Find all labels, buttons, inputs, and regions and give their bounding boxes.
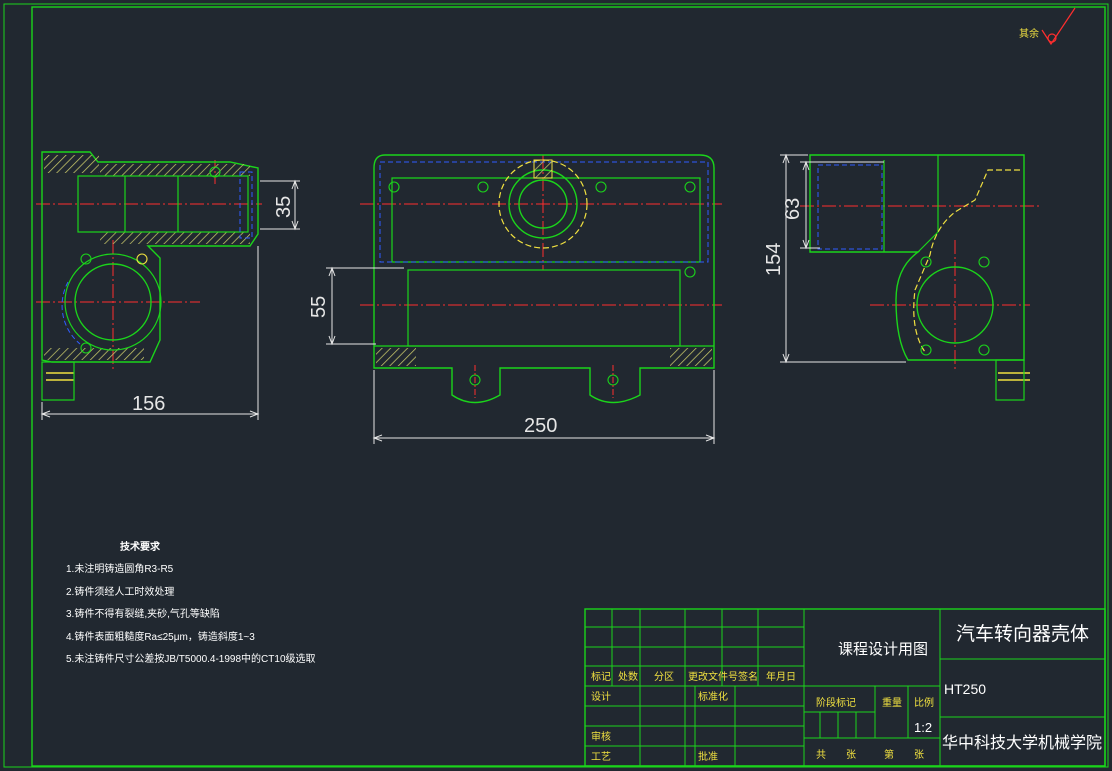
svg-text:签名: 签名: [738, 670, 758, 683]
svg-text:审核: 审核: [591, 730, 611, 743]
left-base: [41, 361, 75, 401]
left-hatch-bot2: [44, 348, 144, 360]
left-hatch-top: [44, 155, 99, 173]
tech-requirements: 技术要求 1.未注明铸造圆角R3-R5 2.铸件须经人工时效处理 3.铸件不得有…: [66, 540, 316, 665]
right-dim-total-label: 154: [763, 243, 785, 276]
front-bolt-hole-5: [684, 266, 696, 278]
front-inner-outline: [391, 177, 701, 263]
right-dim-top-label: 63: [782, 198, 804, 220]
drawing-type: 课程设计用图: [838, 641, 928, 658]
svg-text:标记: 标记: [591, 671, 611, 683]
right-dim-top: [800, 160, 884, 250]
front-inner-cavity: [407, 269, 681, 347]
left-main-bore: [74, 263, 152, 341]
svg-text:批准: 批准: [698, 750, 718, 763]
left-dim-width: [40, 246, 260, 420]
front-bolt-hole-1: [388, 181, 400, 193]
roughness-check-icon: [1041, 7, 1076, 46]
front-view: 250 55: [308, 154, 722, 444]
front-dim-width-label: 250: [524, 415, 557, 437]
svg-text:张: 张: [914, 749, 924, 761]
tech-title: 技术要求: [120, 540, 161, 553]
front-dim-height-label: 55: [308, 296, 330, 318]
svg-text:年月日: 年月日: [766, 670, 796, 683]
right-outline: [809, 154, 1025, 361]
tech-item-5: 5.未注铸件尺寸公差按JB/T5000.4-1998中的CT10级选取: [66, 652, 316, 665]
inner-border: [31, 6, 1106, 767]
left-bottom-lugs: [46, 372, 74, 381]
surface-roughness-mark: 其余: [1019, 7, 1076, 46]
tech-item-1: 1.未注明铸造圆角R3-R5: [66, 562, 174, 575]
right-bolt-hole-4: [978, 344, 990, 356]
left-dim-height-label: 35: [273, 196, 295, 218]
right-bottom-lugs: [998, 372, 1030, 381]
svg-text:重量: 重量: [882, 696, 902, 709]
front-bolt-hole-4: [684, 181, 696, 193]
left-boss: [64, 253, 162, 351]
left-hatch-top2: [100, 164, 250, 176]
svg-text:比例: 比例: [914, 696, 934, 709]
svg-text:第: 第: [884, 748, 894, 761]
title-block: 课程设计用图 汽车转向器壳体 HT250 华中科技大学机械学院 1:2 标记 处…: [584, 608, 1106, 767]
front-dim-height: [326, 266, 404, 346]
right-bolt-hole-1: [920, 256, 932, 268]
front-hatch-left: [376, 348, 416, 366]
front-bolt-hole-3: [595, 181, 607, 193]
svg-text:处数: 处数: [618, 670, 638, 683]
front-bolt-hole-2: [477, 181, 489, 193]
tech-item-2: 2.铸件须经人工时效处理: [66, 585, 174, 598]
left-top-hole: [209, 166, 221, 178]
material: HT250: [944, 681, 986, 697]
revision-header: 标记 处数 分区 更改文件号 签名 年月日: [591, 670, 796, 683]
part-name: 汽车转向器壳体: [956, 623, 1089, 645]
svg-text:张: 张: [846, 749, 856, 761]
left-dim-height: [260, 179, 300, 231]
svg-text:设计: 设计: [591, 690, 611, 703]
left-hidden-bore: [239, 171, 253, 239]
svg-text:分区: 分区: [654, 671, 674, 683]
left-bolt-hole-2: [80, 342, 92, 354]
front-dim-width: [372, 370, 716, 444]
left-bolt-hole-1: [80, 253, 92, 265]
svg-text:阶段标记: 阶段标记: [816, 696, 856, 709]
svg-text:更改文件号: 更改文件号: [688, 670, 738, 683]
right-slant: [917, 155, 939, 253]
tech-item-3: 3.铸件不得有裂缝,夹砂,气孔等缺陷: [66, 607, 220, 620]
scale-value: 1:2: [914, 720, 932, 735]
front-hatch-right: [670, 348, 712, 366]
right-dim-total: [780, 153, 906, 364]
school-name: 华中科技大学机械学院: [942, 734, 1102, 752]
svg-text:工艺: 工艺: [591, 751, 611, 763]
right-bolt-hole-3: [920, 344, 932, 356]
right-hidden-box: [817, 164, 883, 250]
front-outline: [373, 154, 715, 404]
surface-mark-text: 其余: [1019, 27, 1039, 40]
front-bore: [518, 179, 568, 229]
front-top-port: [533, 159, 553, 179]
left-bolt-hole-3: [136, 253, 148, 265]
left-hidden-arc: [61, 281, 81, 345]
svg-text:共: 共: [816, 749, 826, 761]
left-dim-width-label: 156: [132, 393, 165, 415]
right-base: [995, 359, 1025, 401]
left-view: 156 35: [36, 151, 300, 420]
svg-text:标准化: 标准化: [698, 690, 728, 703]
right-yellow-profile: [913, 169, 1020, 353]
tech-item-4: 4.铸件表面粗糙度Ra≤25μm，铸造斜度1~3: [66, 630, 255, 643]
right-main-bore: [916, 266, 994, 344]
right-view: 154 63: [763, 153, 1040, 401]
outer-border: [3, 3, 1109, 768]
left-hatch-bot: [100, 232, 250, 244]
left-bore: [77, 175, 249, 233]
title-labels: 设计 标准化 审核 工艺 批准 阶段标记 重量 比例 共 张 第 张: [591, 690, 934, 763]
right-bolt-hole-2: [978, 256, 990, 268]
